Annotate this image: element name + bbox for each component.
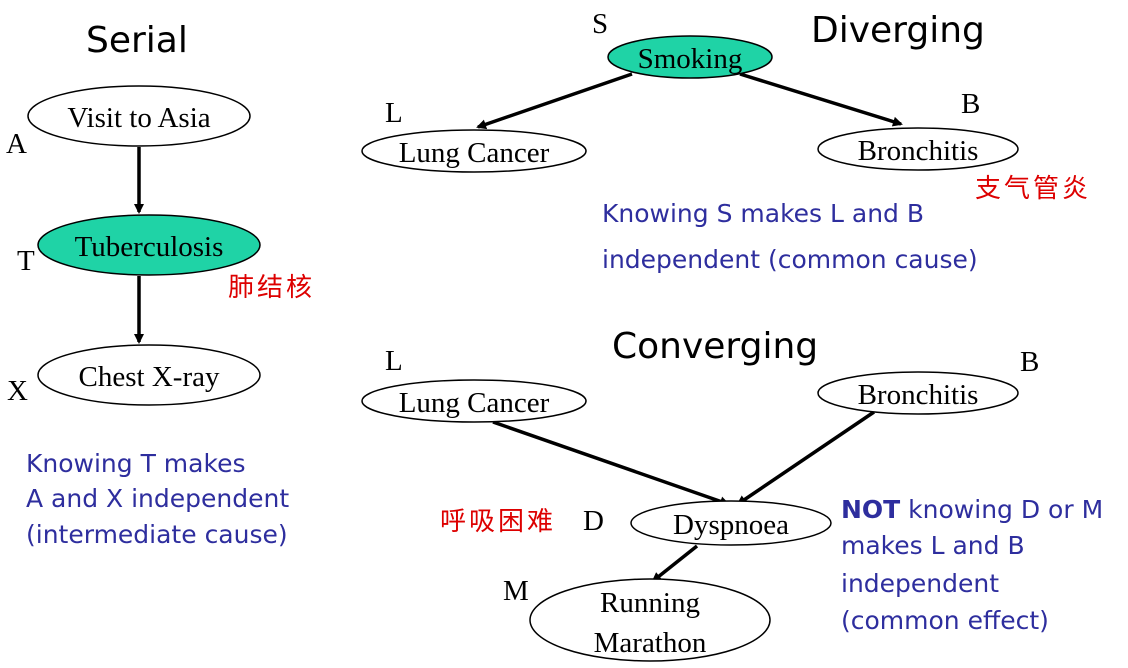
node-bronchitis-diverging: Bronchitis [817, 127, 1019, 171]
converging-note-line-1: NOT knowing D or M [841, 495, 1103, 524]
node-visit-to-asia: Visit to Asia [27, 85, 251, 147]
converging-note-line-2: makes L and B [841, 531, 1025, 560]
edge-bronchitis-to-dyspnoea [736, 410, 875, 506]
diverging-note-line-1: Knowing S makes L and B [602, 199, 924, 228]
converging-heading: Converging [612, 326, 818, 367]
converging-note-line-1-rest: knowing D or M [900, 495, 1103, 524]
serial-heading: Serial [86, 20, 188, 61]
node-bronchitis-diverging-label: Bronchitis [858, 135, 979, 167]
node-running-marathon: Running Marathon [529, 578, 771, 662]
node-chest-xray: Chest X-ray [37, 344, 261, 406]
node-dyspnoea: Dyspnoea [630, 500, 832, 546]
letter-x: X [7, 375, 28, 407]
node-bronchitis-converging-label: Bronchitis [858, 379, 979, 411]
letter-s: S [592, 8, 608, 40]
node-smoking-label: Smoking [638, 43, 743, 75]
chinese-label-bronchitis: 支气管炎 [975, 174, 1091, 204]
letter-l-converging: L [385, 345, 403, 377]
edge-smoking-to-bronchitis [739, 72, 903, 127]
node-lung-cancer-diverging-label: Lung Cancer [399, 137, 550, 169]
letter-b-diverging: B [961, 88, 980, 120]
edge-smoking-to-lung-cancer [476, 72, 633, 130]
chinese-label-dyspnoea: 呼吸困难 [440, 507, 556, 537]
node-running-marathon-label-line-2: Marathon [594, 627, 707, 659]
node-visit-to-asia-label: Visit to Asia [67, 102, 210, 134]
chinese-label-tuberculosis: 肺结核 [228, 273, 315, 303]
converging-note-line-3: independent [841, 569, 999, 598]
letter-d: D [583, 505, 604, 537]
converging-note-not: NOT [841, 495, 900, 524]
node-tuberculosis-label: Tuberculosis [75, 231, 224, 263]
node-lung-cancer-converging-label: Lung Cancer [399, 387, 550, 419]
node-chest-xray-label: Chest X-ray [79, 361, 220, 393]
letter-a: A [6, 128, 27, 160]
node-dyspnoea-label: Dyspnoea [673, 509, 789, 541]
node-tuberculosis: Tuberculosis [37, 214, 261, 276]
edge-dyspnoea-to-marathon [651, 544, 699, 583]
node-lung-cancer-diverging: Lung Cancer [361, 129, 587, 173]
letter-m: M [503, 575, 529, 607]
converging-section: Converging Lung Cancer L Bronchitis B Dy… [361, 326, 1103, 662]
node-lung-cancer-converging: Lung Cancer [361, 379, 587, 423]
node-running-marathon-label-line-1: Running [600, 587, 700, 619]
serial-note-line-2: A and X independent [26, 484, 289, 513]
letter-l-diverging: L [385, 97, 403, 129]
diverging-heading: Diverging [811, 10, 985, 51]
serial-note-line-1: Knowing T makes [26, 449, 245, 478]
serial-note-line-3: (intermediate cause) [26, 520, 288, 549]
node-bronchitis-converging: Bronchitis [817, 371, 1019, 415]
diverging-note-line-2: independent (common cause) [602, 245, 978, 274]
letter-t: T [17, 245, 35, 277]
serial-section: Serial Visit to Asia A Tuberculosis T 肺结… [6, 20, 315, 549]
converging-note-line-4: (common effect) [841, 606, 1049, 635]
node-smoking: Smoking [607, 35, 773, 79]
letter-b-converging: B [1020, 346, 1039, 378]
edge-lung-cancer-to-dyspnoea [492, 420, 730, 507]
diverging-section: Diverging Smoking S Lung Cancer L Bronch… [361, 8, 1091, 274]
